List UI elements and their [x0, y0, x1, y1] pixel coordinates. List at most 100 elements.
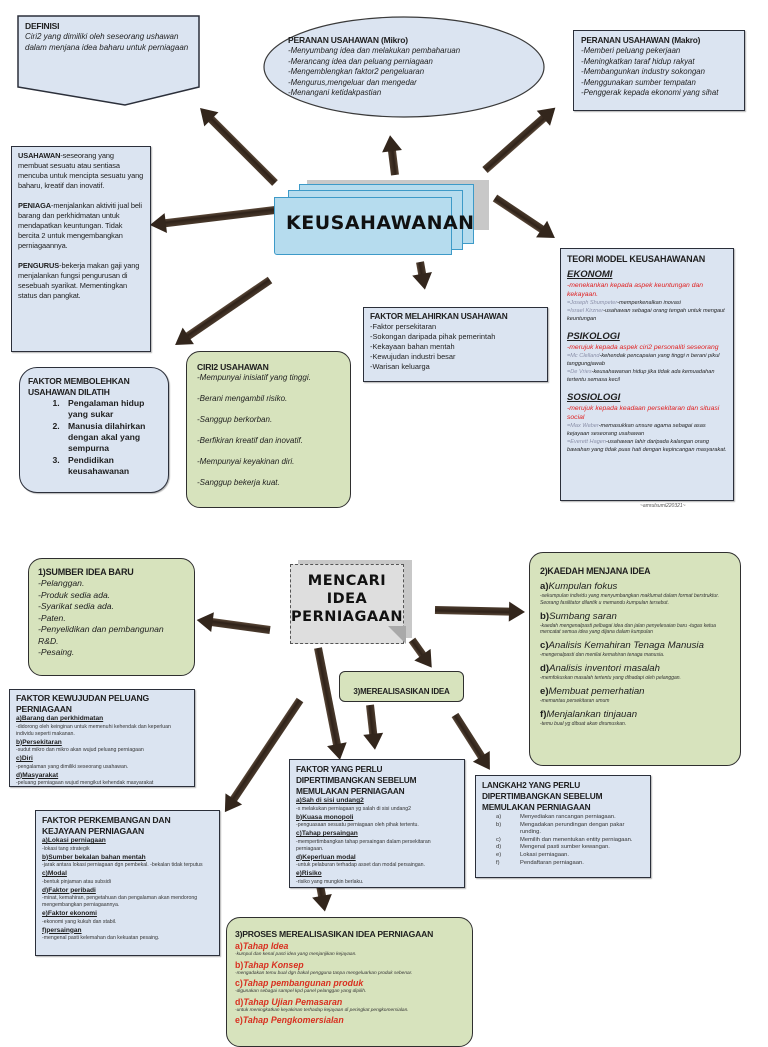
peranan-mikro-ellipse: PERANAN USAHAWAN (Mikro) -Menyumbang ide… [262, 15, 547, 119]
ciri2-item: -Berani mengambil risiko. [197, 394, 288, 403]
mikro-item: -Merancang idea dan peluang perniagaan [288, 56, 433, 66]
definisi-title: DEFINISI [25, 21, 60, 31]
dilatih-title: FAKTOR MEMBOLEHKAN USAHAWAN DILATIH [28, 376, 130, 397]
melahirkan-item: -Kewujudan industri besar [370, 352, 456, 361]
mikro-item: -Mengurus,mengeluar dan mengedar [288, 77, 417, 87]
melahirkan-title: FAKTOR MELAHIRKAN USAHAWAN [370, 311, 508, 321]
kaedah-desc: -sekumpulan individu yang menyumbangkan … [540, 593, 720, 606]
teori-section: EKONOMI-menekankan kepada aspek keuntung… [567, 269, 727, 323]
dilatih-item: Pengalaman hidup yang sukar [62, 398, 160, 420]
faktor-dipertimbangkan-box: FAKTOR YANG PERLU DIPERTIMBANGKAN SEBELU… [289, 759, 465, 888]
makro-list: -Memberi peluang pekerjaan-Meningkatkan … [581, 46, 737, 99]
definisi-box: DEFINISI Ciri2 yang dimiliki oleh seseor… [17, 15, 200, 107]
proses-letter: a) [235, 941, 243, 951]
definition-text: -bekerja makan gaji yang menjalankan fun… [18, 261, 140, 300]
kaedah-heading-text: Analisis inventori masalah [549, 662, 660, 674]
perkembangan-item-heading: f)persaingan [42, 926, 82, 934]
teori-heading: PSIKOLOGI [567, 331, 620, 342]
teori-ref: =De Vries-keusahawanan hidup jika tidak … [567, 368, 727, 384]
dipertimbangkan-item: d)Keperluan modal-untuk pelaburan terhad… [296, 854, 458, 870]
usahawan-definisi-box: USAHAWAN-seseorang yang membuat sesuatu … [11, 146, 151, 352]
sumber-item: -Produk sedia ada. [38, 589, 111, 600]
kewujudan-item-heading: d)Masyarakat [16, 771, 59, 779]
arrow-icon [491, 192, 561, 247]
teori-ref-text: -keusahawanan hidup jika tidak ada kemua… [567, 369, 715, 383]
merealisasikan-idea-button[interactable]: 3)MEREALISASIKAN IDEA [339, 671, 464, 702]
ciri2-item: -Berfikiran kreatif dan inovatif. [197, 436, 303, 445]
makro-item: -Penggerak kepada ekonomi yang sihat [581, 88, 719, 98]
arrow-icon [169, 274, 274, 354]
teori-section: PSIKOLOGI-merujuk kepada aspek ciri2 per… [567, 331, 727, 384]
kaedah-heading-text: Analisis Kemahiran Tenaga Manusia [548, 640, 704, 652]
proses-merealisasikan-box: 3)PROSES MEREALISASIKAN IDEA PERNIAGAAN … [226, 917, 473, 1047]
proses-desc: -digunakan sebagai sampel kpd panel pela… [235, 989, 367, 994]
arrow-icon [363, 704, 385, 752]
teori-ref-name: =Mc Clelland [567, 353, 600, 359]
langkah-title: LANGKAH2 YANG PERLU DIPERTIMBANGKAN SEBE… [482, 780, 603, 812]
kaedah-desc: -memfokuskan masalah tertentu yang dihad… [540, 674, 681, 681]
faktor-dilatih-box: FAKTOR MEMBOLEHKAN USAHAWAN DILATIH Peng… [19, 367, 169, 493]
kaedah-letter: c) [540, 640, 549, 652]
kaedah-heading: b)Sumbang saran [540, 611, 730, 623]
definition-term: USAHAWAN [18, 151, 61, 160]
proses-desc: -mengadakan temu bual dgn bakal pengguna… [235, 970, 413, 976]
perkembangan-item: a)Lokasi perniagaan-lokasi tang strategi… [42, 837, 213, 853]
proses-desc: -kumpul dan kenal pasti idea yang menjan… [235, 952, 357, 957]
proses-letter: b) [235, 959, 244, 970]
teori-ref-name: =Max Weber [567, 423, 599, 429]
langkah-item: e)Lokasi perniagaan. [496, 852, 644, 860]
perkembangan-item: e)Faktor ekonomi-ekonomi yang kukuh dan … [42, 910, 213, 926]
proses-heading: a)Tahap Idea [235, 941, 464, 952]
langkah-item: f)Pendaftaran perniagaan. [496, 860, 644, 868]
perkembangan-item: b)Sumber bekalan bahan mentah-jarak anta… [42, 854, 213, 870]
teori-ref-name: =Israel Kirzner [567, 308, 604, 314]
kewujudan-item-heading: c)Diri [16, 755, 33, 762]
dipertimbangkan-item-desc: -penguasaan sesuatu perniagaan oleh piha… [296, 822, 419, 828]
ciri2-item: -Sanggup berkorban. [197, 415, 273, 424]
faktor-perkembangan-box: FAKTOR PERKEMBANGAN DAN KEJAYAAN PERNIAG… [35, 810, 220, 956]
definition-term: PENIAGA [18, 201, 51, 210]
teori-ref: =Joseph Shumpeter-memperkenalkan inovasi [567, 299, 727, 307]
proses-heading-text: Tahap pembangunan produk [242, 978, 364, 988]
melahirkan-item: -Faktor persekitaran [370, 322, 437, 331]
arrow-icon [380, 133, 402, 176]
proses-heading-text: Tahap Idea [242, 941, 289, 951]
dipertimbangkan-item: b)Kuasa monopoli-penguasaan sesuatu pern… [296, 814, 458, 830]
ciri2-item: -Mempunyai keyakinan diri. [197, 457, 295, 466]
dipertimbangkan-item-desc: -mempertimbangkan tahap persaingan dalam… [296, 838, 431, 852]
kaedah-menjana-box: 2)KAEDAH MENJANA IDEA a)Kumpulan fokus-s… [529, 552, 741, 766]
kewujudan-item: a)Barang dan perkhidmatan-didorong oleh … [16, 715, 188, 738]
perkembangan-item-desc: -bentuk pinjaman atau subsidi [42, 878, 111, 885]
kaedah-list: a)Kumpulan fokus-sekumpulan individu yan… [540, 581, 730, 727]
proses-letter: c) [235, 978, 243, 988]
kaedah-heading: f)Menjalankan tinjauan [540, 709, 730, 721]
arrow-head [412, 272, 435, 292]
ellipse-shape [263, 16, 545, 118]
kewujudan-item: b)Persekitaran-sudut mikro dan mikro aka… [16, 739, 188, 755]
langkah-list: a)Menyediakan rancangan perniagaan.b)Men… [482, 814, 644, 867]
perkembangan-item-desc: -lokasi tang strategik [42, 845, 90, 852]
arrow-icon [312, 884, 335, 914]
makro-item: -Membangunkan industry sokongan [581, 67, 705, 77]
usahawan-definitions: USAHAWAN-seseorang yang membuat sesuatu … [18, 151, 144, 301]
teori-title: TEORI MODEL KEUSAHAWANAN [567, 254, 706, 264]
ciri2-title: CIRI2 USAHAWAN [197, 362, 269, 372]
arrow-head [195, 610, 215, 633]
arrow-shaft [210, 617, 271, 634]
kewujudan-item-heading: b)Persekitaran [16, 738, 62, 746]
dilatih-list: Pengalaman hidup yang sukarManusia dilah… [28, 398, 160, 477]
proses-letter: e) [235, 1015, 243, 1025]
dipertimbangkan-item-heading: d)Keperluan modal [296, 853, 356, 861]
sumber-title: 1)SUMBER IDEA BARU [38, 567, 134, 577]
langkah-text: Mengenal pasti sumber kewangan. [520, 844, 610, 851]
arrow-shaft [207, 115, 278, 186]
kaedah-letter: f) [540, 708, 547, 720]
kaedah-heading-text: Menjalankan tinjauan [546, 708, 638, 720]
proses-heading: e)Tahap Pengkomersialan [235, 1015, 464, 1026]
kaedah-heading: e)Membuat pemerhatian [540, 686, 730, 698]
keusahawanan-title: KEUSAHAWANAN [286, 212, 475, 234]
proses-item: d)Tahap Ujian Pemasaran-untuk meningkatk… [235, 997, 464, 1015]
teori-ref: =Mc Clelland-kehendak pencapaian yang ti… [567, 352, 727, 368]
kaedah-item: b)Sumbang saran-kaedah mengenalpasti pel… [540, 611, 730, 637]
